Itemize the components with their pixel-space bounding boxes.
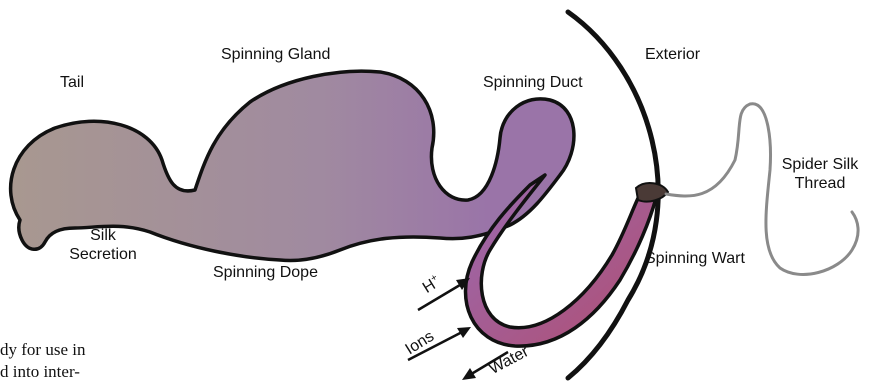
silk-secretion-label: Silk Secretion <box>58 226 148 264</box>
spider-silk-line1: Spider Silk <box>770 155 870 174</box>
spider-silk-line2: Thread <box>770 174 870 193</box>
silk-secretion-line1: Silk <box>58 226 148 245</box>
tail-label: Tail <box>60 73 84 92</box>
spinning-wart-label: Spinning Wart <box>645 249 745 268</box>
spider-silk-thread-label: Spider Silk Thread <box>770 155 870 193</box>
spinning-dope-label: Spinning Dope <box>213 263 318 282</box>
background-text-line1: dy for use in <box>0 340 85 360</box>
silk-secretion-line2: Secretion <box>58 245 148 264</box>
spinning-wart-shape <box>636 183 668 202</box>
exterior-label: Exterior <box>645 45 700 64</box>
spinning-gland-label: Spinning Gland <box>221 45 330 64</box>
spinning-duct-label: Spinning Duct <box>483 73 583 92</box>
background-text-line2: d into inter- <box>0 362 80 382</box>
